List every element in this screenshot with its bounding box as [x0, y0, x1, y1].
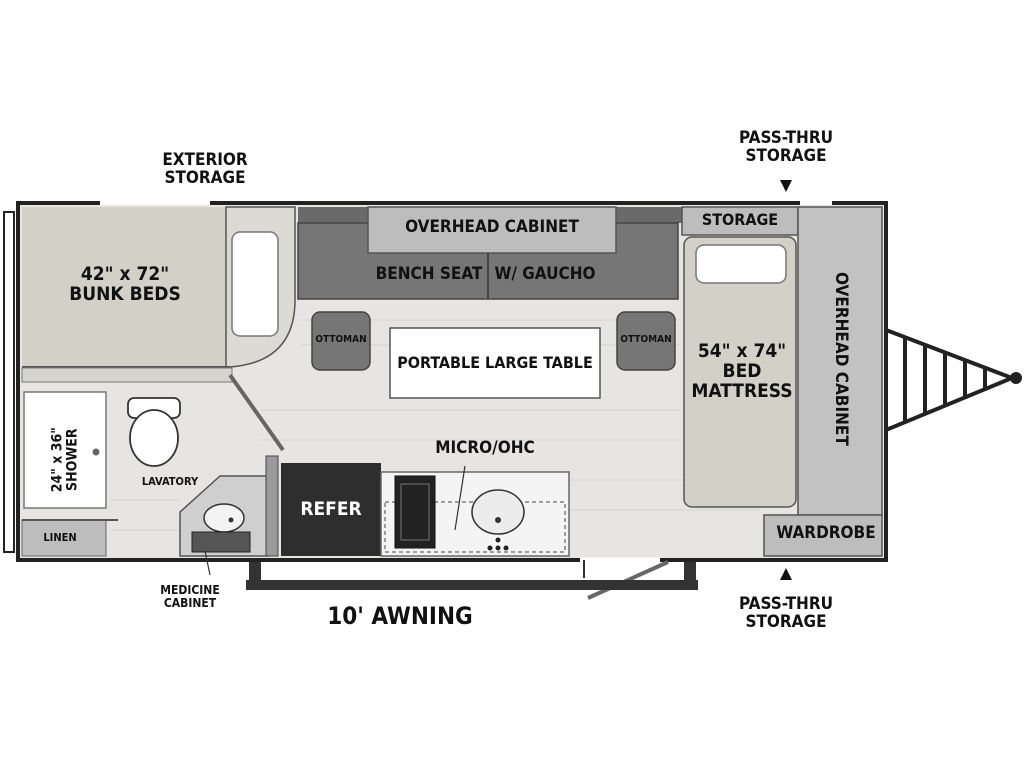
- overhead-cabinet-right: [797, 206, 883, 516]
- lavatory-label: LAVATORY: [141, 475, 199, 488]
- shower-label: 24" x 36" SHOWER: [49, 426, 80, 492]
- ottoman-left: [311, 311, 371, 371]
- exterior-storage-label: EXTERIOR STORAGE: [162, 150, 248, 188]
- bench-seat-label: BENCH SEAT: [375, 264, 483, 284]
- gaucho-label: W/ GAUCHO: [494, 264, 596, 284]
- portable-table: [389, 327, 601, 399]
- linen-cabinet: [21, 519, 107, 557]
- shower: [23, 391, 107, 509]
- linen-label: LINEN: [43, 531, 77, 544]
- wardrobe-label: WARDROBE: [776, 523, 876, 543]
- pass-thru-storage-top-label: PASS-THRU STORAGE: [738, 128, 834, 166]
- medicine-cabinet-label: MEDICINE CABINET: [160, 583, 220, 610]
- bunk-area: [22, 207, 226, 367]
- bath-door: [228, 373, 285, 452]
- outer-wall: [16, 201, 888, 562]
- bunk-beds-label: 42" x 72" BUNK BEDS: [69, 263, 181, 305]
- refrigerator: [281, 463, 381, 556]
- storage-label: STORAGE: [701, 210, 779, 229]
- rear-bumper: [3, 211, 15, 553]
- arrow-down-icon: [780, 180, 792, 192]
- pillow: [695, 244, 787, 284]
- bed-mattress: [683, 236, 797, 508]
- bunk-window: [231, 231, 279, 337]
- awning-label: 10' AWNING: [327, 602, 473, 630]
- kitchen-sink: [471, 489, 525, 535]
- portable-table-label: PORTABLE LARGE TABLE: [397, 353, 593, 372]
- refer-label: REFER: [300, 498, 362, 520]
- storage-cabinet: [681, 206, 799, 236]
- stove: [394, 475, 436, 549]
- toilet-bowl: [129, 409, 179, 467]
- arrow-up-icon: [780, 568, 792, 580]
- shower-label-wrap: 24" x 36" SHOWER: [36, 427, 94, 492]
- micro-ohc-label: MICRO/OHC: [435, 438, 535, 458]
- overhead-cabinet-right-label: OVERHEAD CABINET: [830, 272, 851, 446]
- pass-thru-storage-bottom-label: PASS-THRU STORAGE: [738, 594, 834, 632]
- hitch-coupler: [1010, 372, 1022, 384]
- hitch: [885, 328, 1018, 432]
- overhead-cabinet-top: [367, 206, 617, 254]
- bed-mattress-label: 54" x 74" BED MATTRESS: [691, 340, 793, 402]
- overhead-cabinet-top-label: OVERHEAD CABINET: [405, 217, 579, 237]
- ottoman-left-label: OTTOMAN: [315, 334, 367, 345]
- ottoman-right: [616, 311, 676, 371]
- wardrobe: [763, 514, 883, 557]
- ottoman-right-label: OTTOMAN: [620, 334, 672, 345]
- awning-bar: [246, 580, 698, 590]
